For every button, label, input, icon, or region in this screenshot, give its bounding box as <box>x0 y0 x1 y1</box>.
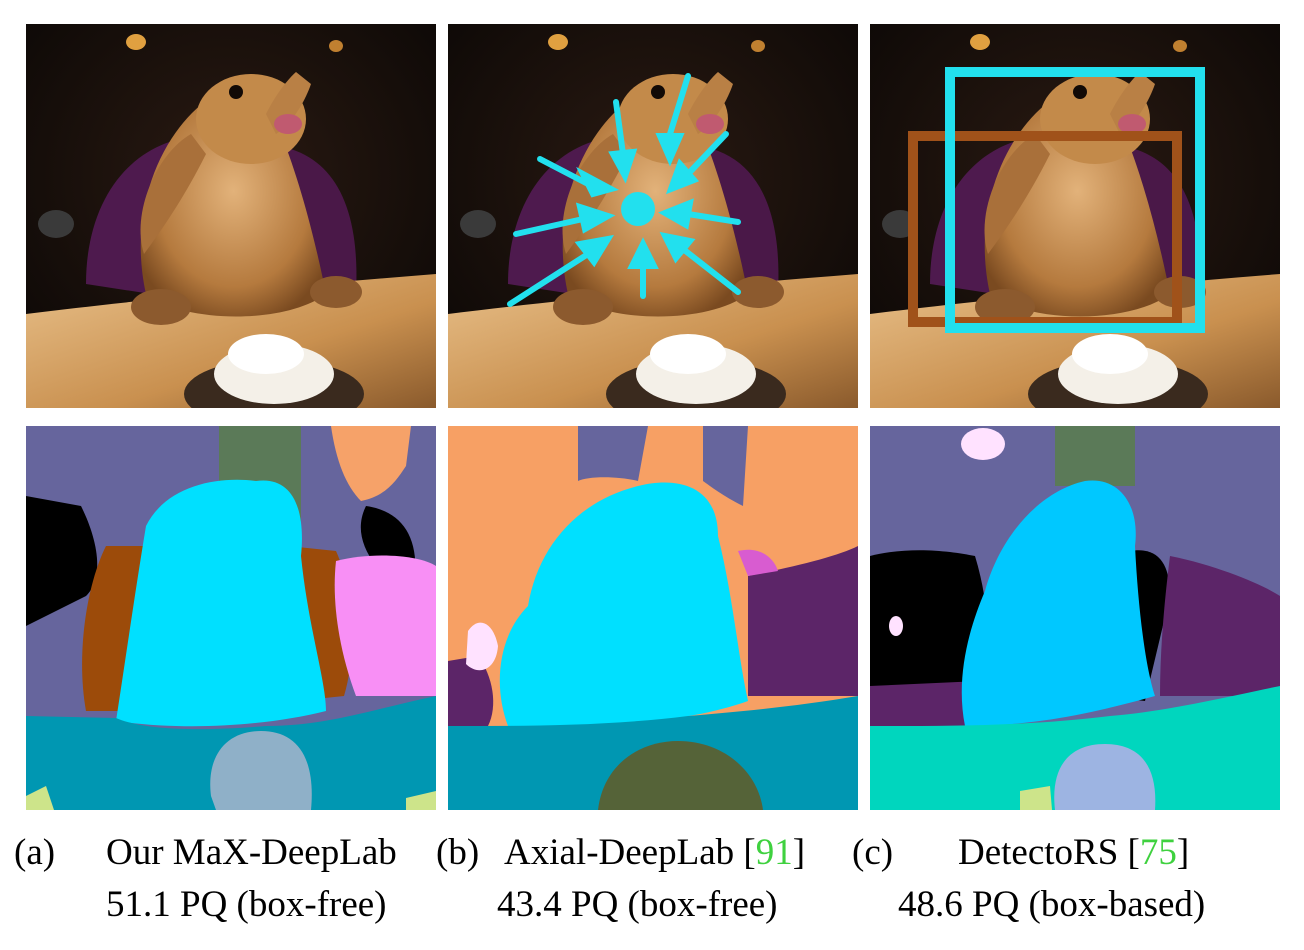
photo-panel-b <box>448 24 858 408</box>
dog-photo-with-boxes <box>870 24 1280 408</box>
dog-photo-with-center-arrows <box>448 24 858 408</box>
caption-c-method-line: DetectoRS [75] <box>958 834 1189 871</box>
dog-photo <box>26 24 436 408</box>
caption-a-letter: (a) <box>14 832 56 873</box>
caption-c-method: DetectoRS [ <box>958 832 1140 873</box>
segmentation-panel-a <box>26 426 436 810</box>
caption-b-score: 43.4 PQ (box-free) <box>497 884 778 925</box>
brown-bounding-box <box>908 131 1182 327</box>
caption-c-method-close: ] <box>1176 832 1190 873</box>
center-arrows <box>507 73 741 307</box>
segmentation-mask-maxdeeplab <box>26 426 436 810</box>
segmentation-panel-c <box>870 426 1280 810</box>
caption-b-method-line: Axial-DeepLab [91] <box>504 834 805 871</box>
segmentation-panel-b <box>448 426 858 810</box>
caption-b-method: Axial-DeepLab [ <box>504 832 756 873</box>
caption-c-citation-link[interactable]: 75 <box>1139 832 1177 873</box>
photo-panel-a <box>26 24 436 408</box>
caption-a-method: Our MaX-DeepLab <box>106 832 397 873</box>
segmentation-mask-detectors <box>870 426 1280 810</box>
cyan-bounding-box <box>945 67 1205 333</box>
object-center-dot <box>621 192 655 226</box>
segmentation-mask-axialdeeplab <box>448 426 858 810</box>
caption-c-score: 48.6 PQ (box-based) <box>898 884 1206 925</box>
caption-b-citation-link[interactable]: 91 <box>755 832 793 873</box>
caption-b-method-close: ] <box>792 832 806 873</box>
photo-panel-c <box>870 24 1280 408</box>
caption-b-letter: (b) <box>436 832 480 873</box>
caption-c-letter: (c) <box>852 832 894 873</box>
caption-a-score: 51.1 PQ (box-free) <box>106 884 387 925</box>
